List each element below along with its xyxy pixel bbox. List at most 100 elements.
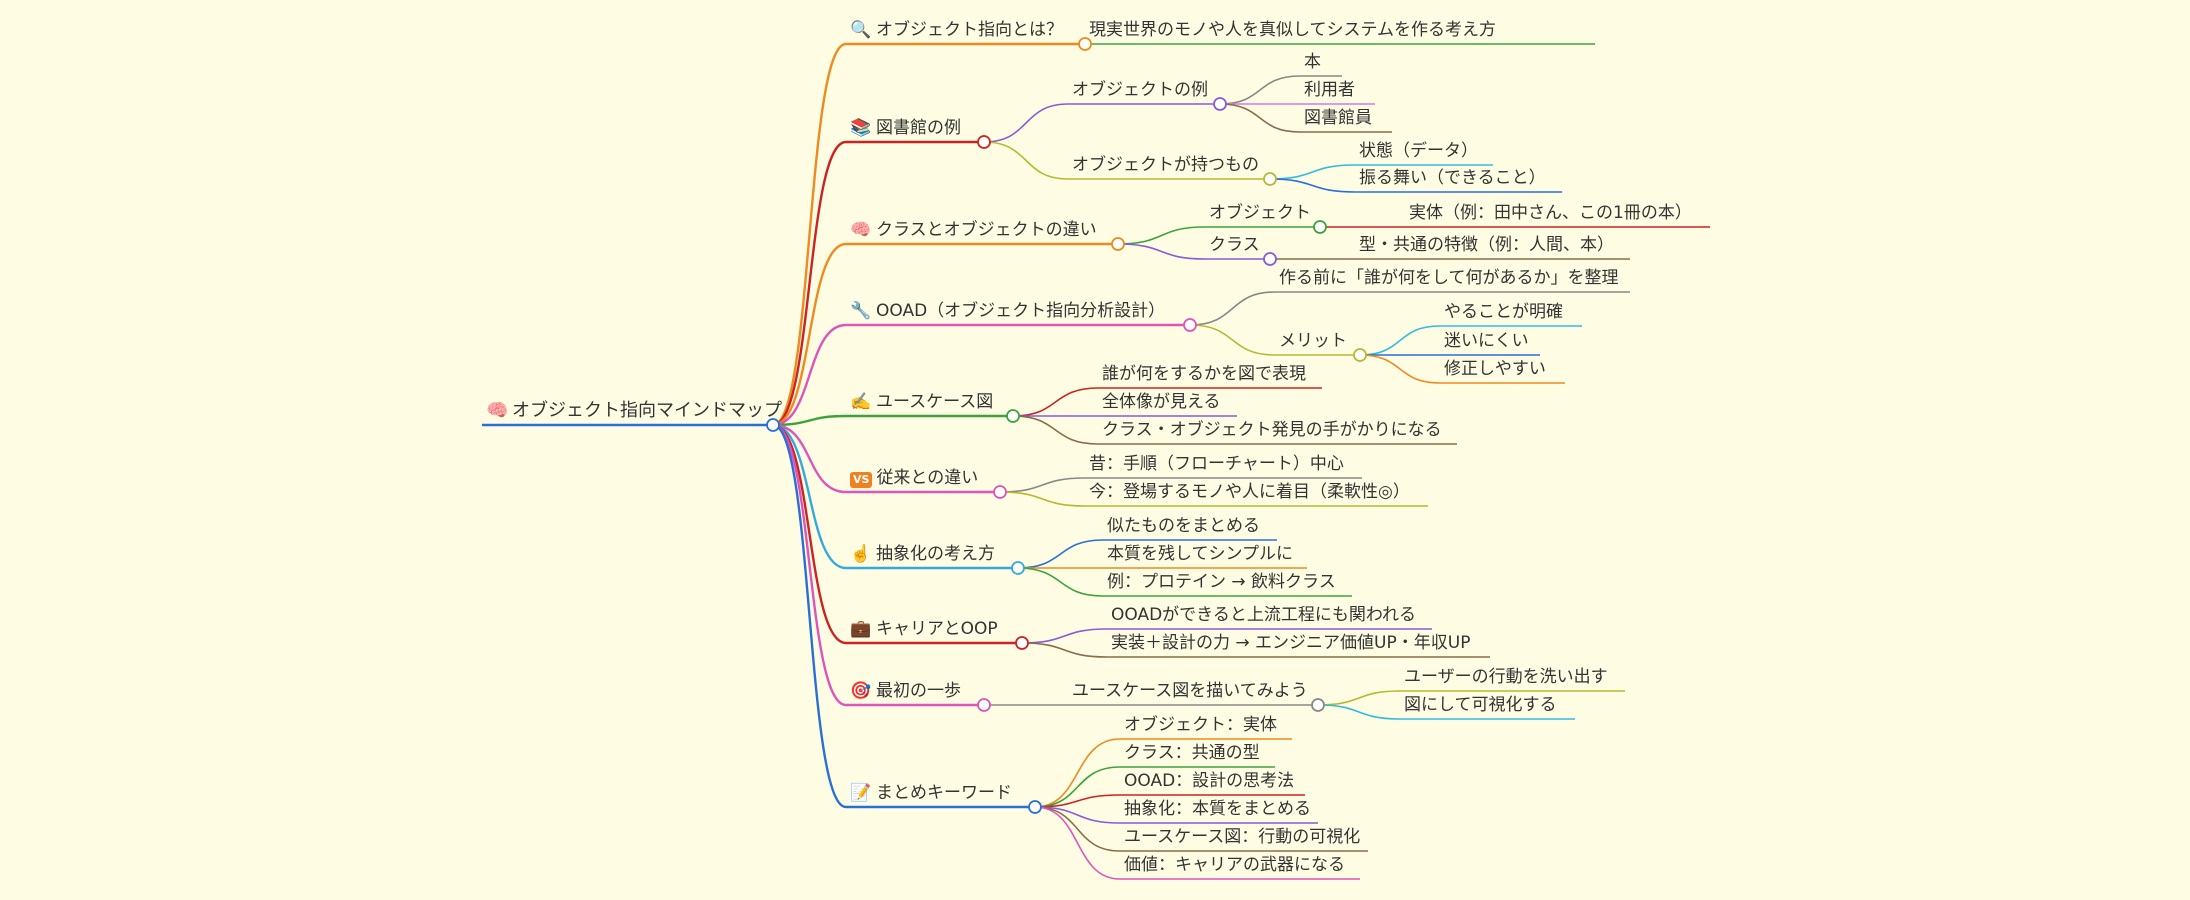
leaf-node[interactable]: メリット <box>1279 331 1347 351</box>
node-knob <box>1263 172 1277 186</box>
node-text: 抽象化：本質をまとめる <box>1124 799 1311 819</box>
leaf-node[interactable]: 型・共通の特徴（例：人間、本） <box>1359 235 1614 255</box>
leaf-node[interactable]: 例：プロテイン → 飲料クラス <box>1107 572 1336 592</box>
branch-node[interactable]: ☝️抽象化の考え方 <box>850 544 995 564</box>
node-knob <box>1078 37 1092 51</box>
leaf-node[interactable]: オブジェクトが持つもの <box>1072 155 1259 175</box>
node-text: オブジェクト指向とは？ <box>876 20 1063 40</box>
node-text: 本 <box>1304 52 1321 72</box>
leaf-node[interactable]: 実装＋設計の力 → エンジニア価値UP・年収UP <box>1111 633 1470 653</box>
leaf-node[interactable]: OOAD：設計の思考法 <box>1124 771 1294 791</box>
connector-curve <box>772 242 847 427</box>
leaf-node[interactable]: 今：登場するモノや人に着目（柔軟性◎） <box>1089 482 1410 502</box>
books-icon: 📚 <box>850 118 872 138</box>
root-node[interactable]: 🧠オブジェクト指向マインドマップ <box>486 401 782 421</box>
node-knob <box>1353 348 1367 362</box>
leaf-node[interactable]: 利用者 <box>1304 80 1355 100</box>
node-text: 抽象化の考え方 <box>876 544 995 564</box>
leaf-node[interactable]: 本質を残してシンプルに <box>1107 544 1293 564</box>
branch-node[interactable]: 📝まとめキーワード <box>850 783 1012 803</box>
branch-node[interactable]: ✍️ユースケース図 <box>850 392 993 412</box>
node-knob <box>1263 252 1277 266</box>
node-text: 状態（データ） <box>1359 141 1478 161</box>
node-text: 今：登場するモノや人に着目（柔軟性◎） <box>1089 482 1410 502</box>
leaf-node[interactable]: クラス <box>1209 235 1260 255</box>
node-text: オブジェクト指向マインドマップ <box>512 400 782 421</box>
node-text: まとめキーワード <box>876 783 1012 803</box>
node-text: 本質を残してシンプルに <box>1107 544 1293 564</box>
node-text: 価値：キャリアの武器になる <box>1124 855 1345 875</box>
connector-curve <box>1034 806 1121 880</box>
leaf-node[interactable]: クラス：共通の型 <box>1124 743 1260 763</box>
node-text: 似たものをまとめる <box>1107 516 1260 536</box>
node-text: ユースケース図 <box>876 392 994 412</box>
node-knob <box>1111 237 1125 251</box>
branch-node[interactable]: 🔍オブジェクト指向とは？ <box>850 20 1063 40</box>
branch-node[interactable]: 🔧OOAD（オブジェクト指向分析設計） <box>850 301 1165 321</box>
leaf-node[interactable]: 似たものをまとめる <box>1107 516 1260 536</box>
target-icon: 🎯 <box>850 681 872 701</box>
connector-curve <box>983 141 1069 180</box>
branch-node[interactable]: 📚図書館の例 <box>850 118 961 138</box>
leaf-node[interactable]: 本 <box>1304 52 1321 72</box>
leaf-node[interactable]: 修正しやすい <box>1444 359 1546 379</box>
connector-curve <box>1317 690 1401 706</box>
node-text: 利用者 <box>1304 80 1355 100</box>
node-knob <box>1006 409 1020 423</box>
node-knob <box>1183 318 1197 332</box>
connector-curve <box>772 140 847 427</box>
leaf-node[interactable]: クラス・オブジェクト発見の手がかりになる <box>1102 420 1442 440</box>
connector-curve <box>772 423 847 494</box>
leaf-node[interactable]: オブジェクトの例 <box>1072 80 1208 100</box>
memo-icon: 📝 <box>850 783 872 803</box>
leaf-node[interactable]: オブジェクト <box>1209 203 1311 223</box>
leaf-node[interactable]: 現実世界のモノや人を真似してシステムを作る考え方 <box>1089 20 1496 40</box>
leaf-node[interactable]: 実体（例：田中さん、この1冊の本） <box>1409 203 1692 223</box>
leaf-node[interactable]: 全体像が見える <box>1102 392 1221 412</box>
leaf-node[interactable]: 迷いにくい <box>1444 331 1529 351</box>
node-text: オブジェクトの例 <box>1072 80 1208 100</box>
node-text: キャリアとOOP <box>876 619 998 639</box>
leaf-node[interactable]: 価値：キャリアの武器になる <box>1124 855 1345 875</box>
leaf-node[interactable]: オブジェクト：実体 <box>1124 715 1277 735</box>
leaf-node[interactable]: 状態（データ） <box>1359 141 1478 161</box>
node-text: 図書館の例 <box>876 118 961 138</box>
node-text: メリット <box>1279 331 1347 351</box>
leaf-node[interactable]: OOADができると上流工程にも関われる <box>1111 605 1416 625</box>
node-text: ユースケース図：行動の可視化 <box>1124 827 1361 847</box>
connector-curve <box>1117 226 1206 245</box>
leaf-node[interactable]: 作る前に「誰が何をして何があるか」を整理 <box>1279 268 1619 288</box>
leaf-node[interactable]: 図にして可視化する <box>1404 695 1557 715</box>
leaf-node[interactable]: 誰が何をするかを図で表現 <box>1102 364 1306 384</box>
leaf-node[interactable]: 図書館員 <box>1304 108 1372 128</box>
connector-curve <box>1034 806 1121 824</box>
connector-curve <box>983 103 1069 143</box>
node-text: OOAD（オブジェクト指向分析設計） <box>876 301 1166 321</box>
node-knob <box>977 698 991 712</box>
branch-node[interactable]: 🎯最初の一歩 <box>850 681 961 701</box>
node-text: 従来との違い <box>876 468 979 488</box>
leaf-node[interactable]: ユーザーの行動を洗い出す <box>1404 667 1608 687</box>
leaf-node[interactable]: ユースケース図を描いてみよう <box>1072 681 1308 701</box>
node-text: 実装＋設計の力 → エンジニア価値UP・年収UP <box>1111 633 1471 653</box>
node-text: ユースケース図を描いてみよう <box>1072 681 1308 701</box>
connector-curve <box>999 477 1086 493</box>
leaf-node[interactable]: 抽象化：本質をまとめる <box>1124 799 1311 819</box>
leaf-node[interactable]: 昔：手順（フローチャート）中心 <box>1089 454 1344 474</box>
writing-hand-icon: ✍️ <box>850 392 872 412</box>
vs-icon: VS <box>850 472 873 488</box>
leaf-node[interactable]: 振る舞い（できること） <box>1359 168 1546 188</box>
leaf-node[interactable]: やることが明確 <box>1444 302 1563 322</box>
leaf-node[interactable]: ユースケース図：行動の可視化 <box>1124 827 1360 847</box>
node-text: OOADができると上流工程にも関われる <box>1111 605 1416 625</box>
root-knob <box>766 418 780 432</box>
connector-curve <box>1269 178 1356 193</box>
branch-node[interactable]: 🧠クラスとオブジェクトの違い <box>850 220 1096 240</box>
branch-node[interactable]: 💼キャリアとOOP <box>850 619 998 639</box>
connector-curve <box>1034 794 1121 808</box>
node-text: 例：プロテイン → 飲料クラス <box>1107 572 1336 592</box>
node-text: 型・共通の特徴（例：人間、本） <box>1359 235 1614 255</box>
connector-curve <box>772 423 847 707</box>
